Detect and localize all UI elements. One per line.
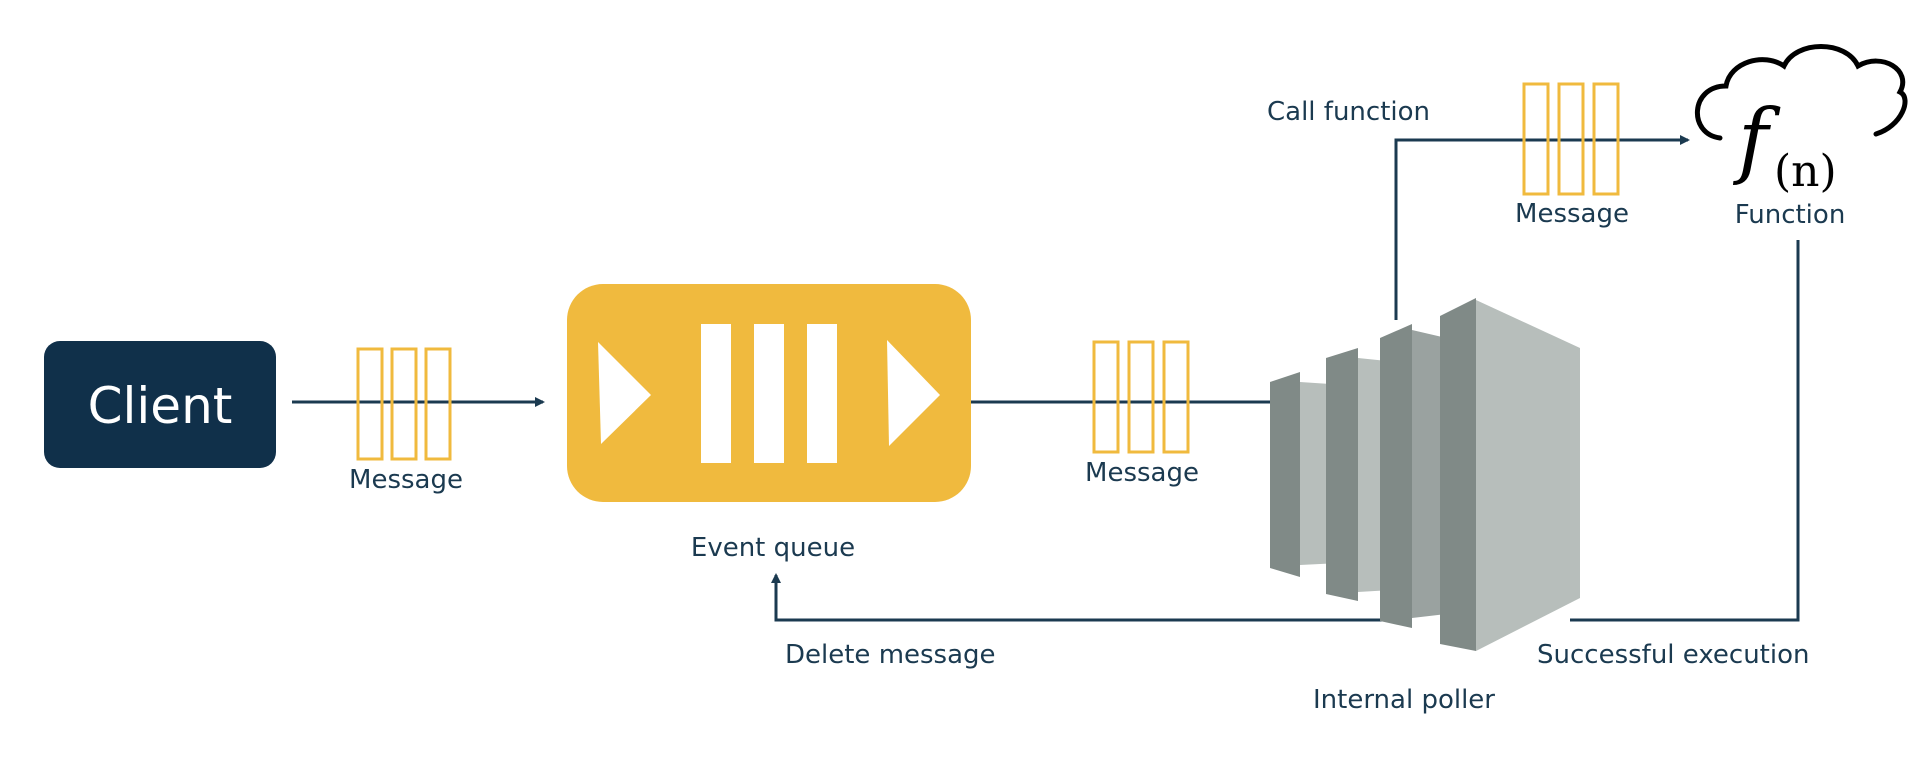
message-label: Message bbox=[349, 465, 463, 495]
call-function-label: Call function bbox=[1267, 97, 1430, 127]
function-glyph-n: (n) bbox=[1774, 146, 1837, 197]
client-label: Client bbox=[88, 377, 233, 435]
call-function-arrow bbox=[1394, 135, 1690, 320]
internal-poller-label: Internal poller bbox=[1313, 685, 1495, 715]
event-queue-label: Event queue bbox=[691, 533, 855, 563]
successful-execution-label: Successful execution bbox=[1537, 640, 1809, 670]
message-icon bbox=[1522, 82, 1620, 196]
internal-poller-node bbox=[1270, 298, 1580, 651]
message-label: Message bbox=[1515, 199, 1629, 229]
play-icon bbox=[598, 342, 651, 444]
delete-message-label: Delete message bbox=[785, 640, 996, 670]
delete-message-arrow bbox=[771, 573, 1398, 622]
message-label: Message bbox=[1085, 458, 1199, 488]
message-icon bbox=[356, 347, 452, 461]
successful-execution-line bbox=[1570, 240, 1800, 622]
function-label: Function bbox=[1735, 200, 1846, 230]
play-icon bbox=[887, 340, 940, 446]
client-node: Client bbox=[44, 341, 276, 468]
event-queue-node bbox=[567, 284, 971, 502]
function-cloud-icon: f (n) bbox=[1694, 44, 1908, 197]
message-icon bbox=[1092, 340, 1190, 454]
